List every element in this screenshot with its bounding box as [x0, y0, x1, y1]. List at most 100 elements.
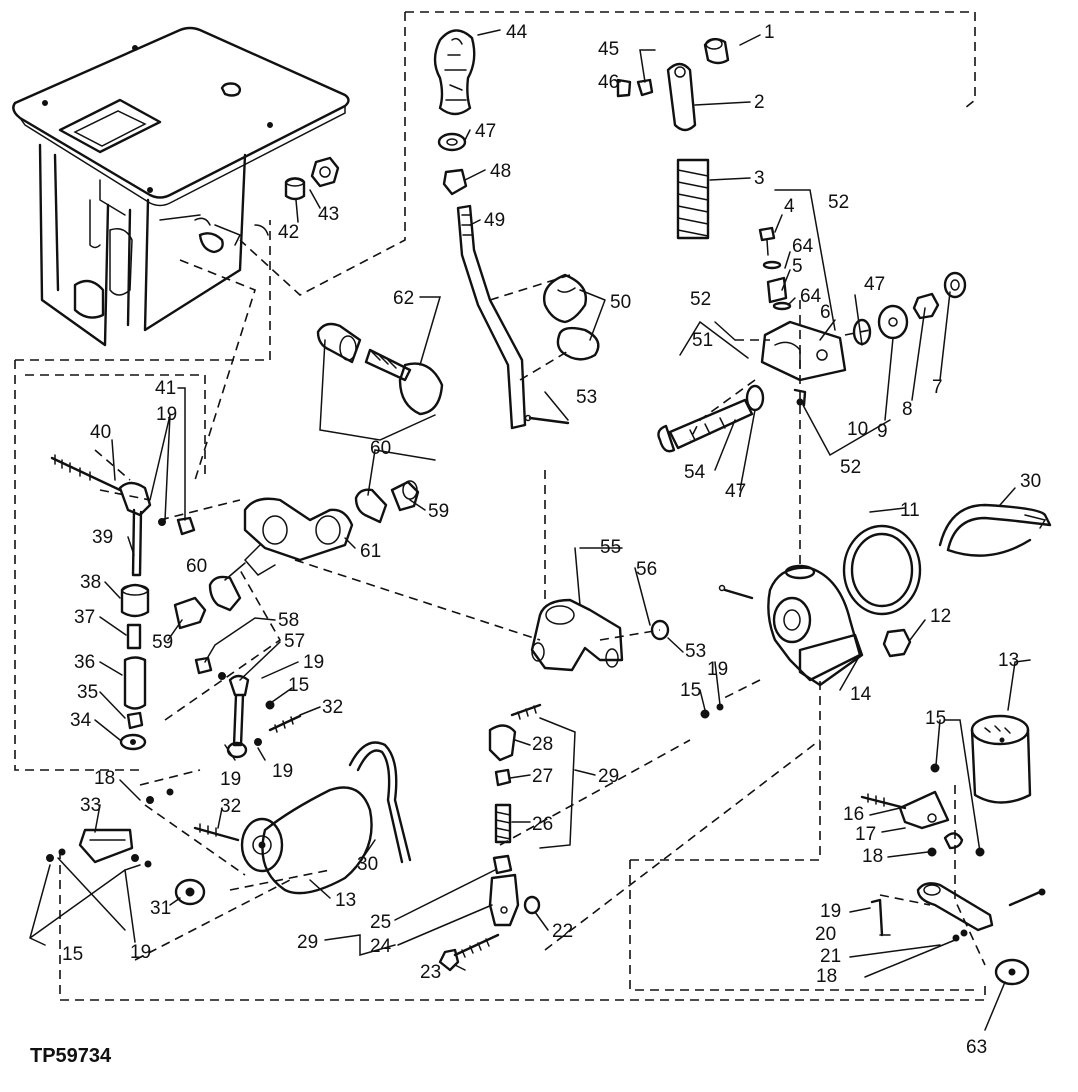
nut-25: [492, 854, 513, 875]
callout-14: 14: [850, 684, 872, 705]
callout-46: 46: [598, 72, 619, 93]
callout-36: 36: [74, 652, 95, 673]
callout-47-right: 47: [864, 274, 885, 295]
callout-31: 31: [150, 898, 171, 919]
callout-15-link: 15: [288, 675, 309, 696]
callout-51: 51: [692, 330, 713, 351]
washer-63: [994, 958, 1030, 986]
bolt-4: [758, 226, 776, 256]
bolt-32-lower: [193, 823, 240, 842]
console-pedestal: [12, 26, 350, 347]
callout-19-left-mid: 19: [220, 769, 241, 790]
cap-1: [703, 37, 730, 65]
link-57: [226, 674, 250, 759]
rod-end-39: [118, 481, 152, 577]
bracket-33: [78, 828, 134, 864]
callout-labels: 1 2 3 4 5 6 7 8 9 10 11 12 13 13 14 15 1…: [30, 22, 1041, 1067]
callout-56: 56: [636, 559, 657, 580]
pin-53-housing: [718, 584, 754, 600]
bushing-42: [284, 177, 306, 201]
bolt-23: [438, 933, 500, 972]
callout-39: 39: [92, 527, 113, 548]
bushing-60-low: [208, 575, 242, 612]
spring-26: [494, 803, 512, 844]
motor-13-right: [970, 714, 1032, 804]
bolt-54: [657, 398, 754, 453]
callout-44: 44: [506, 22, 528, 43]
callout-3: 3: [754, 168, 765, 189]
nut-18-left: [146, 796, 154, 804]
callout-53-lever: 53: [576, 387, 597, 408]
callout-19-left-low: 19: [130, 942, 151, 963]
callout-7: 7: [932, 377, 943, 398]
nut-15-link: [265, 700, 275, 710]
nut-19-left: [158, 518, 166, 526]
callout-32-upper: 32: [322, 697, 343, 718]
callout-29-left: 29: [297, 932, 318, 953]
callout-49: 49: [484, 210, 505, 231]
bushing-60-mid: [354, 488, 388, 524]
nut-48: [442, 168, 468, 196]
boot-50: [543, 273, 600, 361]
callout-8: 8: [902, 399, 913, 420]
nut-46: [616, 78, 632, 98]
nut-56: [650, 619, 670, 641]
ring-11: [842, 524, 922, 616]
callout-19-top: 19: [156, 404, 177, 425]
leader-lines: [29, 29, 1031, 1031]
rod-end-2: [666, 62, 697, 132]
washer-19-link: [218, 672, 226, 680]
fasteners-15-19-left: [46, 848, 152, 868]
callout-12: 12: [930, 606, 951, 627]
callout-24: 24: [370, 936, 392, 957]
callout-19-link: 19: [303, 652, 324, 673]
washer-47-top: [437, 132, 467, 152]
callout-1: 1: [764, 22, 775, 43]
figure-id: TP59734: [30, 1045, 112, 1067]
callout-35: 35: [77, 682, 98, 703]
nut-45: [636, 78, 654, 97]
fasteners-18-19-right-low: [952, 888, 1046, 942]
callout-43: 43: [318, 204, 339, 225]
clevis-24: [488, 873, 520, 927]
nut-12: [882, 628, 912, 658]
fasteners-15-18-right: [927, 763, 985, 857]
callout-58: 58: [278, 610, 299, 631]
callout-13-right: 13: [998, 650, 1019, 671]
callout-42: 42: [278, 222, 299, 243]
nut-41: [176, 516, 196, 536]
callout-19-link-low: 19: [272, 761, 293, 782]
callout-53-housing: 53: [685, 641, 706, 662]
callout-60-low: 60: [186, 556, 207, 577]
callout-10: 10: [847, 419, 868, 440]
bolt-32-upper: [268, 714, 302, 733]
callout-52-left: 52: [690, 289, 711, 310]
callout-62: 62: [393, 288, 414, 309]
callout-57: 57: [284, 631, 305, 652]
pin-19-link-lower: [254, 738, 262, 746]
washers-64: [762, 260, 792, 311]
nut-43: [310, 156, 340, 188]
callout-60-top: 60: [370, 438, 391, 459]
arm-21: [916, 882, 994, 932]
nut-35: [126, 711, 144, 730]
callout-29-right: 29: [598, 766, 619, 787]
callout-64-top: 64: [792, 236, 814, 257]
callout-59-right: 59: [428, 501, 449, 522]
callout-64-low: 64: [800, 286, 822, 307]
bracket-6: [760, 320, 847, 382]
callout-32-lower: 32: [220, 796, 241, 817]
callout-27: 27: [532, 766, 553, 787]
callout-61: 61: [360, 541, 381, 562]
bolt-62: [364, 348, 444, 416]
callout-48: 48: [490, 161, 511, 182]
callout-11: 11: [900, 500, 920, 521]
bolt-16: [860, 793, 907, 810]
pin-53-lever: [524, 414, 570, 425]
nut-27: [494, 768, 512, 787]
callout-13-left: 13: [335, 890, 356, 911]
callout-5: 5: [792, 256, 803, 277]
bolt-40: [50, 454, 122, 492]
callout-45: 45: [598, 39, 619, 60]
